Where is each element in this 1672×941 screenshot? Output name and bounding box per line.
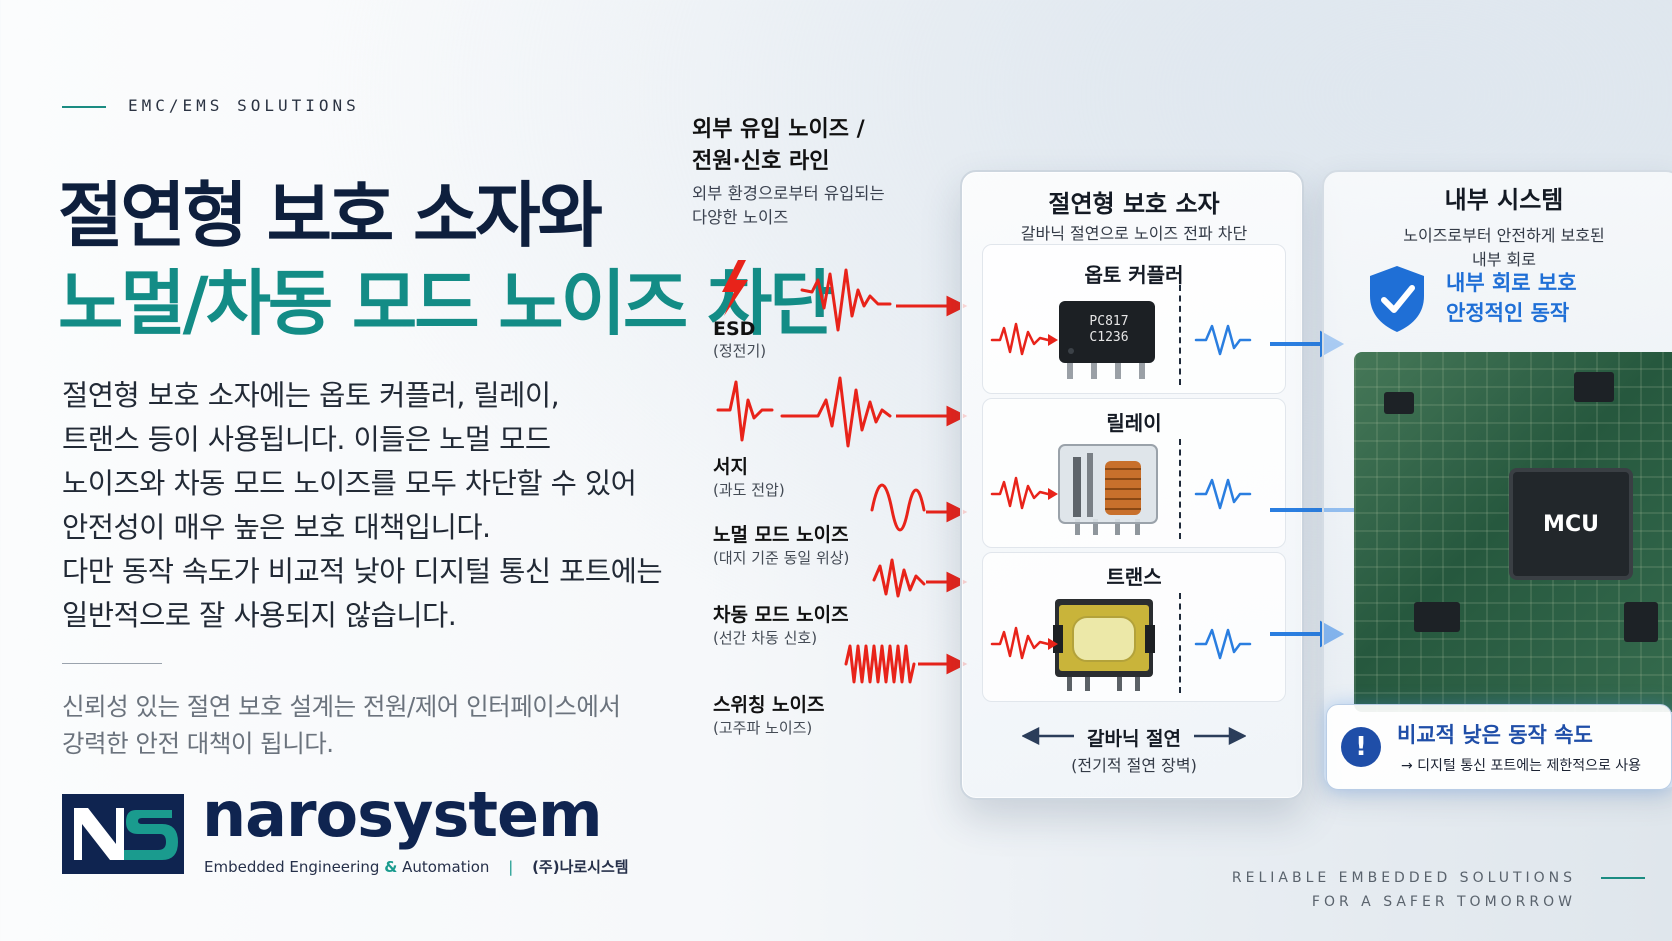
logo-tag-part2: Automation bbox=[402, 858, 490, 876]
noise-waveforms bbox=[716, 260, 968, 684]
eyebrow-label: EMC/EMS SOLUTIONS bbox=[128, 96, 360, 115]
lightning-bolt-icon bbox=[722, 260, 748, 316]
galvanic-arrow-icon bbox=[1022, 726, 1246, 746]
external-noise-subtitle: 외부 환경으로부터 유입되는 다양한 노이즈 bbox=[692, 182, 885, 230]
noise-label: ESD bbox=[713, 318, 756, 340]
pcb-chip bbox=[1414, 602, 1460, 632]
protection-line: 내부 회로 보호 bbox=[1446, 271, 1577, 295]
surge-wave bbox=[780, 376, 892, 448]
ns-logo-mark bbox=[62, 794, 184, 874]
note-line: 강력한 안전 대책이 됩니다. bbox=[62, 729, 334, 758]
chip-marking-line-1: PC817 bbox=[1089, 314, 1128, 329]
warning-subtitle: → 디지털 통신 포트에는 제한적으로 사용 bbox=[1401, 758, 1642, 774]
component-title: 옵토 커플러 bbox=[1084, 263, 1184, 287]
surge-pulse-icon bbox=[716, 380, 774, 442]
noise-item-switching: 스위칭 노이즈 (고주파 노이즈) bbox=[713, 690, 825, 738]
switching-wave bbox=[844, 644, 916, 684]
noise-item-differential: 차동 모드 노이즈 (선간 차동 신호) bbox=[713, 600, 849, 648]
body-line: 안전성이 매우 높은 보호 대책입니다. bbox=[62, 511, 491, 544]
normal-mode-wave bbox=[870, 483, 926, 532]
body-line: 노이즈와 차동 모드 노이즈를 모두 차단할 수 있어 bbox=[62, 467, 637, 500]
component-title: 릴레이 bbox=[1106, 411, 1162, 435]
external-sub-line: 외부 환경으로부터 유입되는 bbox=[692, 184, 885, 203]
logo-tag-amp: & bbox=[384, 858, 398, 876]
protection-status: 내부 회로 보호 안정적인 동작 bbox=[1446, 268, 1577, 328]
external-sub-line: 다양한 노이즈 bbox=[692, 208, 789, 227]
panel-signal-waves bbox=[990, 322, 1252, 660]
pcb-chip bbox=[1574, 372, 1614, 402]
noise-sublabel: (선간 차동 신호) bbox=[713, 629, 818, 647]
protection-line: 안정적인 동작 bbox=[1446, 301, 1570, 325]
noise-label: 서지 bbox=[713, 456, 748, 478]
footer-accent-line bbox=[1601, 877, 1645, 879]
noise-item-esd: ESD (정전기) bbox=[713, 318, 766, 361]
mcu-chip: MCU bbox=[1513, 472, 1629, 576]
headline-line-1: 절연형 보호 소자와 bbox=[58, 174, 603, 257]
exclamation-icon: ! bbox=[1341, 727, 1381, 767]
noise-label: 스위칭 노이즈 bbox=[713, 694, 825, 716]
system-panel-title: 내부 시스템 bbox=[1444, 186, 1564, 214]
footer-line: RELIABLE EMBEDDED SOLUTIONS bbox=[1231, 870, 1576, 886]
body-line: 절연형 보호 소자에는 옵토 커플러, 릴레이, bbox=[62, 379, 560, 412]
system-subtitle-line: 노이즈로부터 안전하게 보호된 bbox=[1403, 226, 1605, 245]
isolation-barrier-line bbox=[1179, 439, 1181, 539]
body-line: 다만 동작 속도가 비교적 낮아 디지털 통신 포트에는 bbox=[62, 555, 663, 588]
warning-title: 비교적 낮은 동작 속도 bbox=[1397, 723, 1593, 747]
section-divider bbox=[62, 663, 162, 664]
logo-tag-part1: Embedded Engineering bbox=[204, 858, 380, 876]
noise-label: 노멀 모드 노이즈 bbox=[713, 524, 849, 546]
isolation-panel-subtitle: 갈바닉 절연으로 노이즈 전파 차단 bbox=[1020, 224, 1248, 243]
component-cell-transformer: 트랜스 bbox=[982, 552, 1286, 702]
isolation-barrier-line bbox=[1179, 285, 1181, 385]
arrow-head bbox=[946, 295, 968, 317]
component-cell-relay: 릴레이 bbox=[982, 398, 1286, 548]
external-noise-title: 외부 유입 노이즈 / 전원·신호 라인 bbox=[692, 114, 865, 178]
chip-marking-line-2: C1236 bbox=[1089, 330, 1128, 345]
system-subtitle-line: 내부 회로 bbox=[1472, 250, 1536, 269]
pcb-chip bbox=[1624, 602, 1658, 642]
logo-tag-korean: (주)나로시스템 bbox=[532, 858, 629, 876]
speed-warning-box: ! 비교적 낮은 동작 속도 → 디지털 통신 포트에는 제한적으로 사용 bbox=[1326, 704, 1672, 790]
shield-check-icon bbox=[1370, 266, 1424, 332]
noise-item-surge: 서지 (과도 전압) bbox=[713, 452, 785, 500]
noise-sublabel: (과도 전압) bbox=[713, 481, 785, 499]
logo-wordmark: narosystem bbox=[202, 778, 603, 851]
body-paragraph: 절연형 보호 소자에는 옵토 커플러, 릴레이, 트랜스 등이 사용됩니다. 이… bbox=[62, 374, 682, 638]
footer-line: FOR A SAFER TOMORROW bbox=[1311, 894, 1576, 910]
isolation-panel: 절연형 보호 소자 갈바닉 절연으로 노이즈 전파 차단 옵토 커플러 PC81… bbox=[960, 170, 1304, 800]
esd-wave bbox=[800, 268, 892, 332]
isolation-barrier-line bbox=[1179, 593, 1181, 693]
note-paragraph: 신뢰성 있는 절연 보호 설계는 전원/제어 인터페이스에서 강력한 안전 대책… bbox=[62, 688, 682, 762]
noise-sublabel: (대지 기준 동일 위상) bbox=[713, 549, 850, 567]
logo-tag-separator: | bbox=[508, 858, 514, 876]
noise-item-normal-mode: 노멀 모드 노이즈 (대지 기준 동일 위상) bbox=[713, 520, 849, 568]
external-title-line: 전원·신호 라인 bbox=[692, 149, 830, 174]
differential-wave bbox=[872, 558, 926, 598]
body-line: 트랜스 등이 사용됩니다. 이들은 노멀 모드 bbox=[62, 423, 551, 456]
component-title: 트랜스 bbox=[1106, 565, 1162, 589]
noise-sublabel: (고주파 노이즈) bbox=[713, 719, 813, 737]
component-cell-optocoupler: 옵토 커플러 PC817 C1236 bbox=[982, 244, 1286, 394]
internal-system-panel: 내부 시스템 노이즈로부터 안전하게 보호된 내부 회로 내부 회로 보호 안정… bbox=[1322, 170, 1672, 790]
headline-line-2: 노멀/차동 모드 노이즈 차단 bbox=[58, 262, 835, 345]
pcb-chip bbox=[1384, 392, 1414, 414]
noise-label: 차동 모드 노이즈 bbox=[713, 604, 849, 626]
relay-component-icon bbox=[1058, 444, 1158, 535]
eyebrow-accent-line bbox=[62, 106, 106, 108]
note-line: 신뢰성 있는 절연 보호 설계는 전원/제어 인터페이스에서 bbox=[62, 692, 621, 721]
logo-tagline: Embedded Engineering & Automation | (주)나… bbox=[204, 856, 629, 877]
noise-sublabel: (정전기) bbox=[713, 342, 767, 360]
galvanic-label: 갈바닉 절연 bbox=[1086, 728, 1181, 750]
optocoupler-chip-icon: PC817 C1236 bbox=[1059, 301, 1155, 379]
galvanic-sublabel: (전기적 절연 장벽) bbox=[1071, 756, 1197, 775]
transformer-component-icon bbox=[1053, 599, 1155, 691]
isolation-panel-title: 절연형 보호 소자 bbox=[1048, 190, 1220, 218]
external-title-line: 외부 유입 노이즈 / bbox=[692, 117, 865, 142]
footer-slogan: RELIABLE EMBEDDED SOLUTIONS FOR A SAFER … bbox=[1232, 866, 1576, 914]
body-line: 일반적으로 잘 사용되지 않습니다. bbox=[62, 599, 457, 632]
